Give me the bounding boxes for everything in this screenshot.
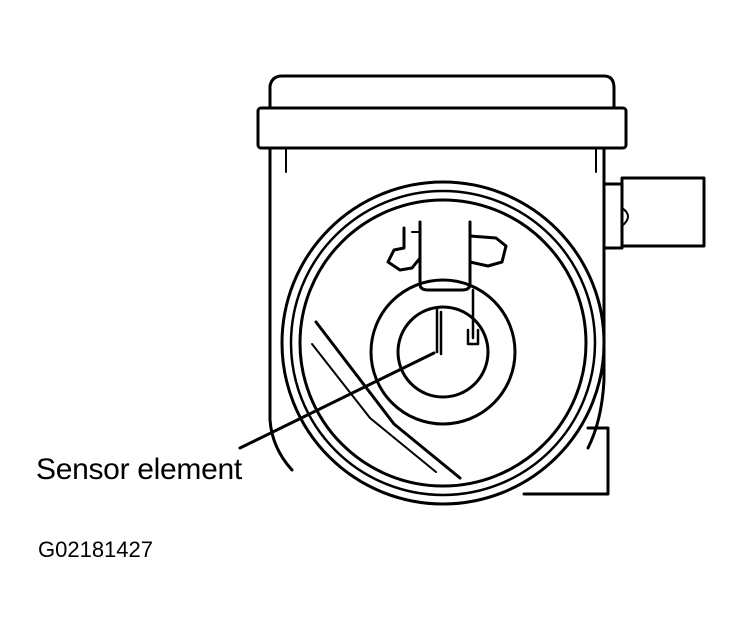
center-hub-inner [396, 305, 490, 399]
flow-passage-inner [311, 343, 437, 473]
sensor-probes [435, 288, 480, 356]
center-hub-outer [369, 278, 517, 426]
flow-passage [314, 320, 462, 480]
figure-code: G02181427 [38, 537, 153, 562]
sensor-mount [386, 220, 508, 292]
outer-ring [280, 180, 606, 506]
housing-body [268, 146, 606, 472]
callout-leader-line [238, 351, 436, 450]
housing-top-cap [268, 74, 616, 110]
electrical-connector [602, 176, 706, 250]
housing-bottom-flange [522, 426, 610, 496]
sensor-element-label: Sensor element [36, 453, 242, 486]
housing-collar-band [256, 106, 628, 150]
housing-flange [285, 147, 597, 173]
bore-ring [298, 198, 588, 488]
outer-ring-inner-edge [289, 189, 597, 497]
